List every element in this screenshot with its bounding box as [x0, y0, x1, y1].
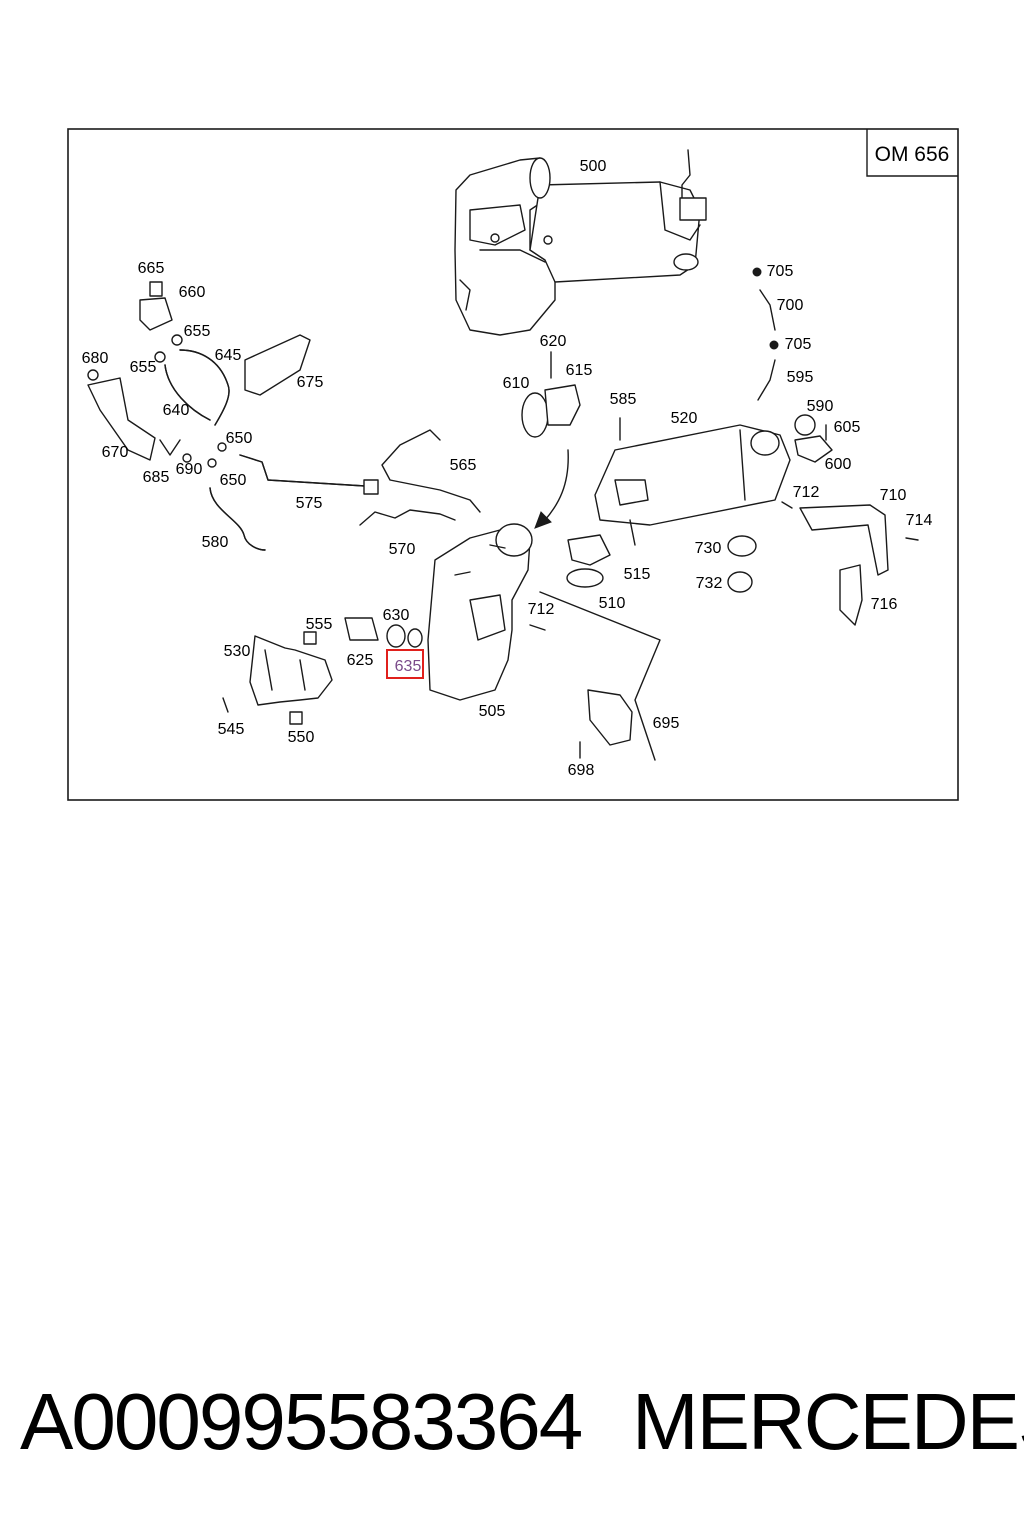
label-650-bottom: 650	[220, 472, 247, 489]
label-640: 640	[163, 402, 190, 419]
label-698: 698	[568, 762, 595, 779]
label-610: 610	[503, 375, 530, 392]
label-500: 500	[580, 158, 607, 175]
label-575: 575	[296, 495, 323, 512]
label-555: 555	[306, 616, 333, 633]
engine-badge: OM 656	[866, 129, 958, 177]
label-510: 510	[599, 595, 626, 612]
label-565: 565	[450, 457, 477, 474]
exploded-parts-diagram: OM 656	[67, 128, 959, 801]
label-590: 590	[807, 398, 834, 415]
part-labels: 500 665 660 655 645 680 655 675 640 650 …	[82, 158, 933, 779]
label-730: 730	[695, 540, 722, 557]
label-505: 505	[479, 703, 506, 720]
part-520-scr-catalyst	[594, 424, 791, 546]
label-714: 714	[906, 512, 933, 529]
label-530: 530	[224, 643, 251, 660]
part-500-dpf-assembly	[454, 149, 707, 336]
diagram-frame	[67, 128, 959, 801]
label-520: 520	[671, 410, 698, 427]
label-570: 570	[389, 541, 416, 558]
label-585: 585	[610, 391, 637, 408]
label-605: 605	[834, 419, 861, 436]
label-670: 670	[102, 444, 129, 461]
label-595: 595	[787, 369, 814, 386]
label-705-bottom: 705	[785, 336, 812, 353]
engine-badge-text: OM 656	[875, 143, 950, 166]
label-545: 545	[218, 721, 245, 738]
label-655-left: 655	[130, 359, 157, 376]
brand-name: MERCEDES	[632, 1377, 1024, 1466]
label-600: 600	[825, 456, 852, 473]
label-660: 660	[179, 284, 206, 301]
label-515: 515	[624, 566, 651, 583]
highlighted-part-635[interactable]: 635	[386, 649, 424, 679]
small-parts	[87, 267, 919, 761]
part-number: A000995583364	[20, 1377, 583, 1466]
label-645: 645	[215, 347, 242, 364]
part-505-lower-housing	[427, 523, 533, 701]
label-620: 620	[540, 333, 567, 350]
label-580: 580	[202, 534, 229, 551]
label-635: 635	[395, 658, 422, 675]
label-732: 732	[696, 575, 723, 592]
label-690: 690	[176, 461, 203, 478]
label-650-top: 650	[226, 430, 253, 447]
label-550: 550	[288, 729, 315, 746]
highlight-box	[386, 649, 424, 679]
label-685: 685	[143, 469, 170, 486]
label-705-top: 705	[767, 263, 794, 280]
label-655-top: 655	[184, 323, 211, 340]
label-700: 700	[777, 297, 804, 314]
label-675: 675	[297, 374, 324, 391]
label-615: 615	[566, 362, 593, 379]
label-665: 665	[138, 260, 165, 277]
label-680: 680	[82, 350, 109, 367]
part-530-heat-shield	[249, 635, 333, 706]
label-625: 625	[347, 652, 374, 669]
label-712-center: 712	[528, 601, 555, 618]
label-630: 630	[383, 607, 410, 624]
label-710: 710	[880, 487, 907, 504]
label-695: 695	[653, 715, 680, 732]
label-712-right: 712	[793, 484, 820, 501]
label-716: 716	[871, 596, 898, 613]
